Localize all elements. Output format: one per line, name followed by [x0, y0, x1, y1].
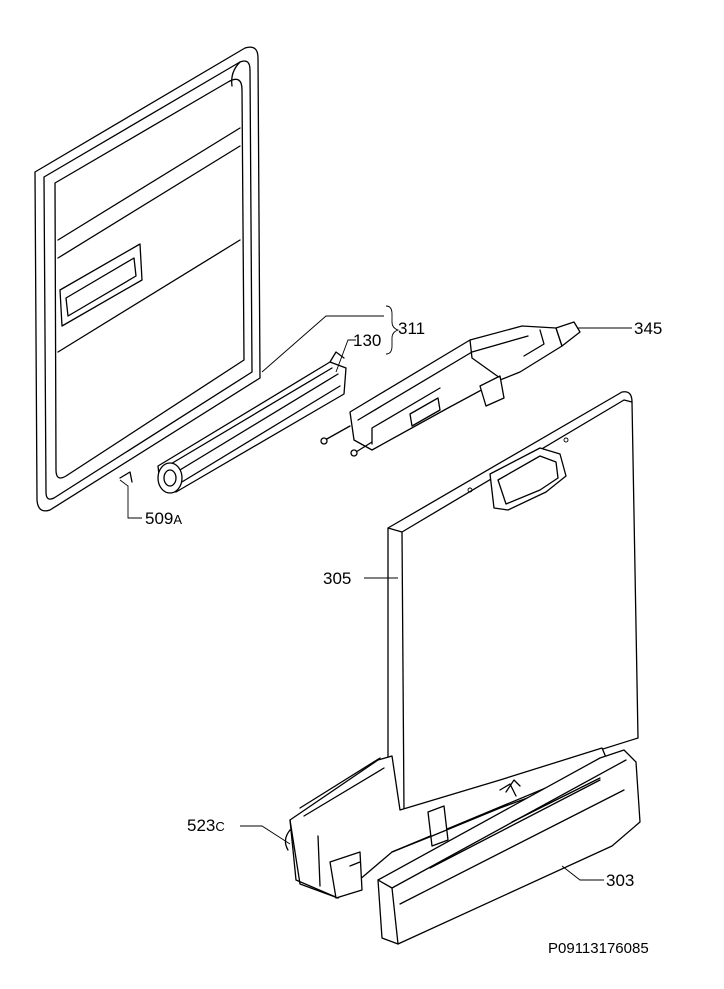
part-number: 509	[145, 509, 174, 528]
part-label-523c: 523C	[187, 817, 225, 834]
part-label-345: 345	[634, 320, 662, 337]
part-number: 305	[323, 569, 352, 588]
part-number: 130	[353, 331, 382, 350]
control-housing-drawing	[284, 747, 609, 899]
outer-door-panel-drawing	[387, 391, 639, 813]
part-number: 303	[606, 871, 635, 890]
inner-door-panel-drawing	[34, 46, 261, 512]
control-panel-drawing	[377, 749, 641, 945]
door-seal-drawing	[157, 351, 347, 494]
part-label-311: 311	[398, 320, 425, 337]
part-number: 311	[398, 319, 426, 338]
part-label-130: 130	[353, 332, 381, 349]
lock-mechanism-drawing	[320, 321, 581, 457]
part-number: 523	[187, 816, 216, 835]
part-label-305: 305	[323, 570, 351, 587]
figure-code: P09113176085	[548, 940, 649, 957]
part-label-509a: 509A	[145, 510, 182, 527]
part-label-303: 303	[606, 872, 634, 889]
part-suffix: C	[215, 819, 225, 834]
part-number: 345	[634, 319, 663, 338]
part-suffix: A	[173, 512, 183, 527]
callout-leaders	[119, 305, 632, 881]
